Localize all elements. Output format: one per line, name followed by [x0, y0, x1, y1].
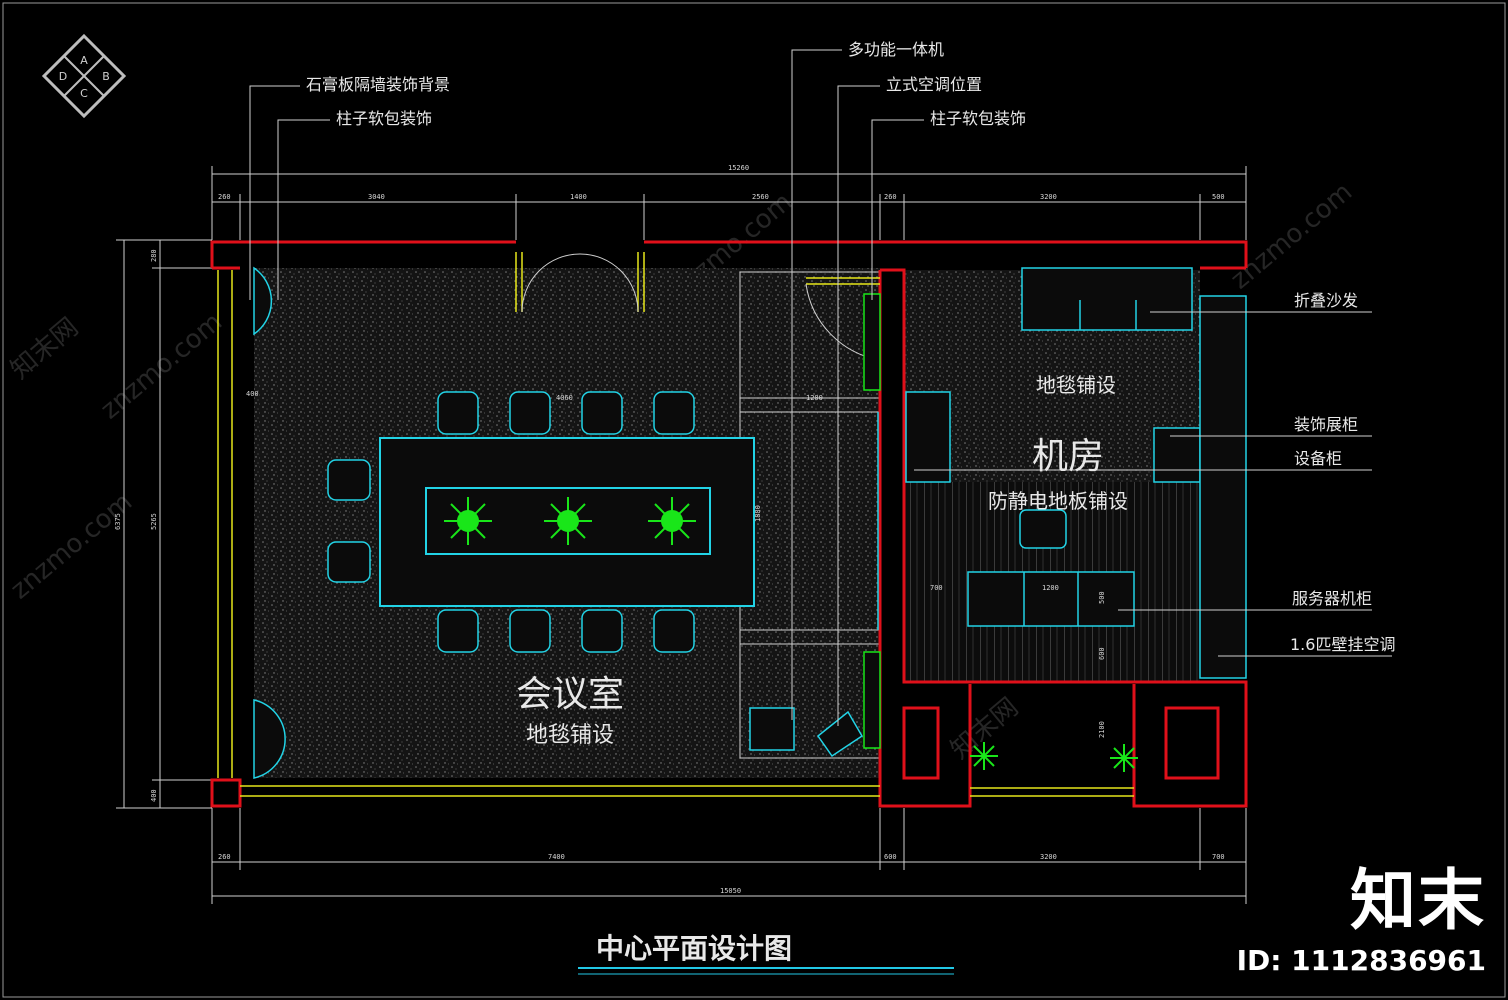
callout-label: 柱子软包装饰 — [336, 109, 432, 128]
stamp-letter: C — [80, 87, 88, 100]
watermark-text: 知末网 — [5, 312, 84, 385]
callout-label: 立式空调位置 — [886, 75, 982, 94]
callout-label: 柱子软包装饰 — [930, 109, 1026, 128]
inner-dimensions: 4060 1200 1880 700 1200 500 600 2100 400 — [246, 390, 1106, 738]
meeting-room-floor: 地毯铺设 — [526, 723, 614, 748]
corridor-floor — [744, 270, 880, 760]
dim-label: 280 — [150, 249, 158, 262]
dim-label: 1400 — [570, 193, 587, 201]
dim-label: 15260 — [728, 164, 749, 172]
server-room-furniture — [905, 267, 1247, 679]
double-door — [521, 253, 639, 313]
dimension-lines-bottom — [211, 808, 1247, 904]
callout-label: 折叠沙发 — [1294, 291, 1358, 310]
stamp-letter: B — [102, 70, 110, 83]
dim-label: 260 — [884, 193, 897, 201]
server-room-name: 机房 — [1032, 436, 1104, 477]
dim-label: 260 — [218, 193, 231, 201]
dim-label: 3040 — [368, 193, 385, 201]
dim-label: 1200 — [806, 394, 823, 402]
dim-label: 500 — [1212, 193, 1225, 201]
dimension-text-left: 6375 5265 280 400 — [114, 249, 158, 802]
dim-label: 700 — [930, 584, 943, 592]
brand-watermark: 知末 ID: 1112836961 — [1237, 862, 1486, 977]
dim-label: 600 — [1098, 647, 1106, 660]
drawing-title-block: 中心平面设计图 — [578, 932, 954, 975]
callouts-right: 折叠沙发 装饰展柜 设备柜 服务器机柜 1.6匹壁挂空调 — [1290, 291, 1395, 654]
walls — [210, 240, 1248, 808]
meeting-room-name: 会议室 — [516, 674, 624, 715]
callout-label: 1.6匹壁挂空调 — [1290, 635, 1395, 654]
dim-label: 2560 — [752, 193, 769, 201]
callouts-top: 石膏板隔墙装饰背景 柱子软包装饰 多功能一体机 立式空调位置 柱子软包装饰 — [306, 40, 1026, 128]
watermark-text: znzmo.com — [95, 307, 228, 425]
brand-id: ID: 1112836961 — [1236, 944, 1486, 977]
table-plants — [444, 497, 1138, 772]
stamp-letter: D — [59, 70, 67, 83]
watermark-text: znzmo.com — [1225, 177, 1358, 295]
callout-label: 设备柜 — [1294, 449, 1342, 468]
dim-label: 4060 — [556, 394, 573, 402]
server-room-top-floor: 地毯铺设 — [1036, 373, 1116, 397]
dimension-lines-top — [211, 166, 1247, 240]
dim-label: 5265 — [150, 513, 158, 530]
window-lines — [217, 252, 1134, 797]
dim-label: 2100 — [1098, 721, 1106, 738]
watermark-text: znzmo.com — [5, 487, 138, 605]
dim-label: 3200 — [1040, 193, 1057, 201]
dim-label: 260 — [218, 853, 231, 861]
callout-label: 石膏板隔墙装饰背景 — [306, 75, 450, 94]
drawing-title: 中心平面设计图 — [596, 932, 792, 965]
chairs — [327, 391, 695, 653]
corridor-equipment — [749, 707, 864, 758]
callout-label: 多功能一体机 — [848, 40, 944, 59]
soft-pack-strips — [863, 293, 881, 749]
brand-logo: 知末 — [1350, 862, 1486, 939]
dim-label: 600 — [884, 853, 897, 861]
server-room-floor: 防静电地板铺设 — [988, 489, 1128, 513]
dim-label: 400 — [150, 789, 158, 802]
dim-label: 1200 — [1042, 584, 1059, 592]
room-labels: 会议室 地毯铺设 地毯铺设 机房 防静电地板铺设 — [516, 373, 1128, 748]
stamp-logo: A B C D — [41, 33, 127, 119]
dim-label: 1880 — [754, 505, 762, 522]
dimension-text-top: 15260 260 3040 1400 2560 260 3200 500 — [218, 164, 1225, 201]
dim-label: 700 — [1212, 853, 1225, 861]
dim-label: 500 — [1098, 591, 1106, 604]
dimension-lines-left — [116, 239, 212, 809]
dim-label: 6375 — [114, 513, 122, 530]
column-soft-pack — [253, 266, 286, 779]
callout-leaders — [249, 49, 1392, 726]
dim-label: 400 — [246, 390, 259, 398]
dim-label: 15050 — [720, 887, 741, 895]
dim-label: 7400 — [548, 853, 565, 861]
dimension-text-bottom: 15050 260 7400 600 3200 700 — [218, 853, 1225, 895]
callout-label: 装饰展柜 — [1294, 415, 1358, 434]
stamp-letter: A — [80, 54, 88, 67]
dim-label: 3200 — [1040, 853, 1057, 861]
callout-label: 服务器机柜 — [1292, 589, 1372, 608]
